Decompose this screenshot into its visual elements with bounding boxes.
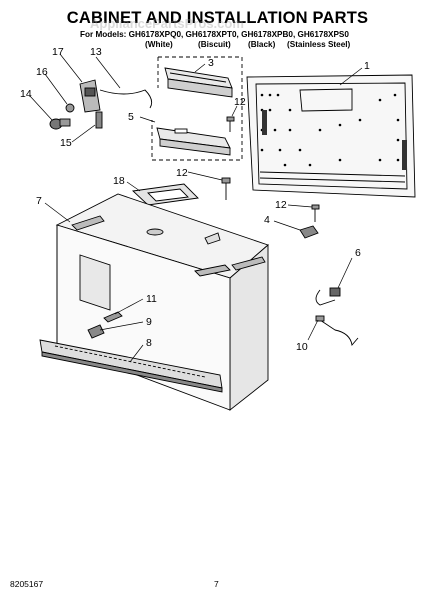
vent-grille-part bbox=[39, 339, 223, 393]
callout-10: 10 bbox=[296, 341, 308, 353]
callout-12-right: 12 bbox=[275, 199, 287, 211]
callout-12-top: 12 bbox=[234, 96, 246, 108]
doc-number: 8205167 bbox=[10, 579, 44, 589]
small-parts bbox=[87, 311, 123, 339]
callout-3: 3 bbox=[208, 57, 214, 69]
models-line: For Models: GH6178XPQ0, GH6178XPT0, GH61… bbox=[80, 30, 349, 39]
top-bracket-part bbox=[164, 67, 233, 98]
callout-13: 13 bbox=[90, 46, 102, 58]
bottom-bracket-part bbox=[156, 127, 231, 156]
color-white: (White) bbox=[145, 40, 173, 49]
plate-part bbox=[132, 183, 199, 206]
callout-18: 18 bbox=[113, 175, 125, 187]
cabinet-part bbox=[55, 193, 269, 411]
callout-12-middle: 12 bbox=[176, 167, 188, 179]
page-number: 7 bbox=[214, 579, 219, 589]
callout-9: 9 bbox=[146, 316, 152, 328]
callout-15: 16 bbox=[36, 66, 48, 78]
page-title: CABINET AND INSTALLATION PARTS bbox=[66, 9, 369, 27]
color-black: (Black) bbox=[248, 40, 276, 49]
callout-4: 4 bbox=[264, 214, 270, 226]
callout-5: 5 bbox=[128, 111, 134, 123]
callout-16: 17 bbox=[52, 46, 64, 58]
callout-11: 11 bbox=[146, 293, 157, 305]
screw-part-right bbox=[311, 204, 320, 222]
callout-8: 8 bbox=[146, 337, 152, 349]
screw-part bbox=[226, 116, 235, 132]
callout-14: 14 bbox=[20, 88, 32, 100]
front-panel-part bbox=[246, 74, 416, 198]
callout-1: 1 bbox=[364, 60, 370, 72]
watermark: AppliancePartsPros.com bbox=[90, 16, 244, 31]
wiring-parts bbox=[315, 287, 359, 347]
screw-part-middle bbox=[221, 177, 231, 200]
callout-7: 7 bbox=[36, 195, 42, 207]
color-biscuit: (Biscuit) bbox=[198, 40, 231, 49]
hinge-assembly-part bbox=[49, 79, 153, 130]
callout-17: 15 bbox=[60, 137, 72, 149]
clip-part bbox=[299, 225, 319, 239]
color-stainless: (Stainless Steel) bbox=[287, 40, 351, 49]
callout-6: 6 bbox=[355, 247, 361, 259]
